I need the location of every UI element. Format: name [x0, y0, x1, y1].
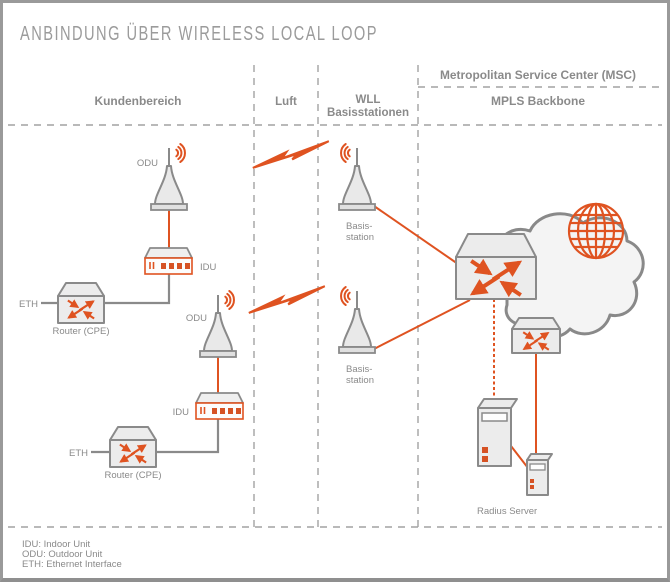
- cable-idu1-router1: [104, 274, 171, 305]
- router1-label: Router (CPE): [52, 326, 109, 337]
- column-header-kundenbereich: Kundenbereich: [95, 96, 182, 108]
- basestation1-label-line1: Basis-: [346, 221, 372, 232]
- column-header-msc: Metropolitan Service Center (MSC): [440, 70, 636, 82]
- idu1-label: IDU: [200, 262, 217, 273]
- wireless-link-icon-1: [250, 140, 332, 169]
- globe-icon: [567, 202, 625, 260]
- legend-eth: ETH: Ethernet Interface: [22, 559, 122, 570]
- link-basestation1-mpls: [373, 205, 459, 265]
- column-header-mpls-backbone: MPLS Backbone: [491, 96, 585, 108]
- cpe-router-2: [110, 427, 156, 467]
- router2-label: Router (CPE): [104, 470, 161, 481]
- radius-server-icon: [477, 398, 518, 467]
- idu-unit-2: [195, 392, 244, 420]
- signal-waves-icon: [340, 143, 351, 163]
- column-header-wll: WLL: [356, 94, 381, 106]
- wireless-link-icon-2: [246, 285, 328, 314]
- odu1-label: ODU: [137, 158, 158, 169]
- idu2-label: IDU: [173, 407, 190, 418]
- basestation2-label-line1: Basis-: [346, 364, 372, 375]
- column-header-basisstationen: Basisstationen: [327, 107, 409, 119]
- signal-waves-icon: [340, 286, 351, 306]
- legend-odu: ODU: Outdoor Unit: [22, 549, 103, 560]
- basestation2-label-line2: station: [346, 375, 374, 386]
- odu2-label: ODU: [186, 313, 207, 324]
- eth2-label: ETH: [69, 448, 88, 459]
- page-title: ANBINDUNG ÜBER WIRELESS LOCAL LOOP: [20, 23, 378, 45]
- wll-network-diagram: ANBINDUNG ÜBER WIRELESS LOCAL LOOP Kunde…: [8, 23, 662, 570]
- idu-unit-1: [144, 247, 193, 275]
- signal-waves-icon: [175, 143, 186, 163]
- link-server-server: [510, 445, 529, 469]
- signal-waves-icon: [224, 290, 235, 310]
- column-header-luft: Luft: [275, 96, 297, 108]
- mpls-core-router: [455, 233, 537, 300]
- odu-antenna-1: [150, 143, 188, 211]
- radius-server-small-icon: [526, 453, 553, 496]
- eth1-label: ETH: [19, 299, 38, 310]
- radius-server-label: Radius Server: [477, 506, 537, 517]
- basestation-antenna-1: [338, 143, 376, 211]
- cable-idu2-router2: [156, 419, 220, 454]
- legend: IDU: Indoor Unit ODU: Outdoor Unit ETH: …: [22, 539, 122, 570]
- basestation1-label-line2: station: [346, 232, 374, 243]
- cpe-router-1: [58, 283, 104, 323]
- msc-edge-router: [511, 317, 561, 354]
- legend-idu: IDU: Indoor Unit: [22, 539, 90, 550]
- basestation-antenna-2: [338, 286, 376, 354]
- link-basestation2-mpls: [373, 299, 471, 350]
- odu-antenna-2: [199, 290, 237, 358]
